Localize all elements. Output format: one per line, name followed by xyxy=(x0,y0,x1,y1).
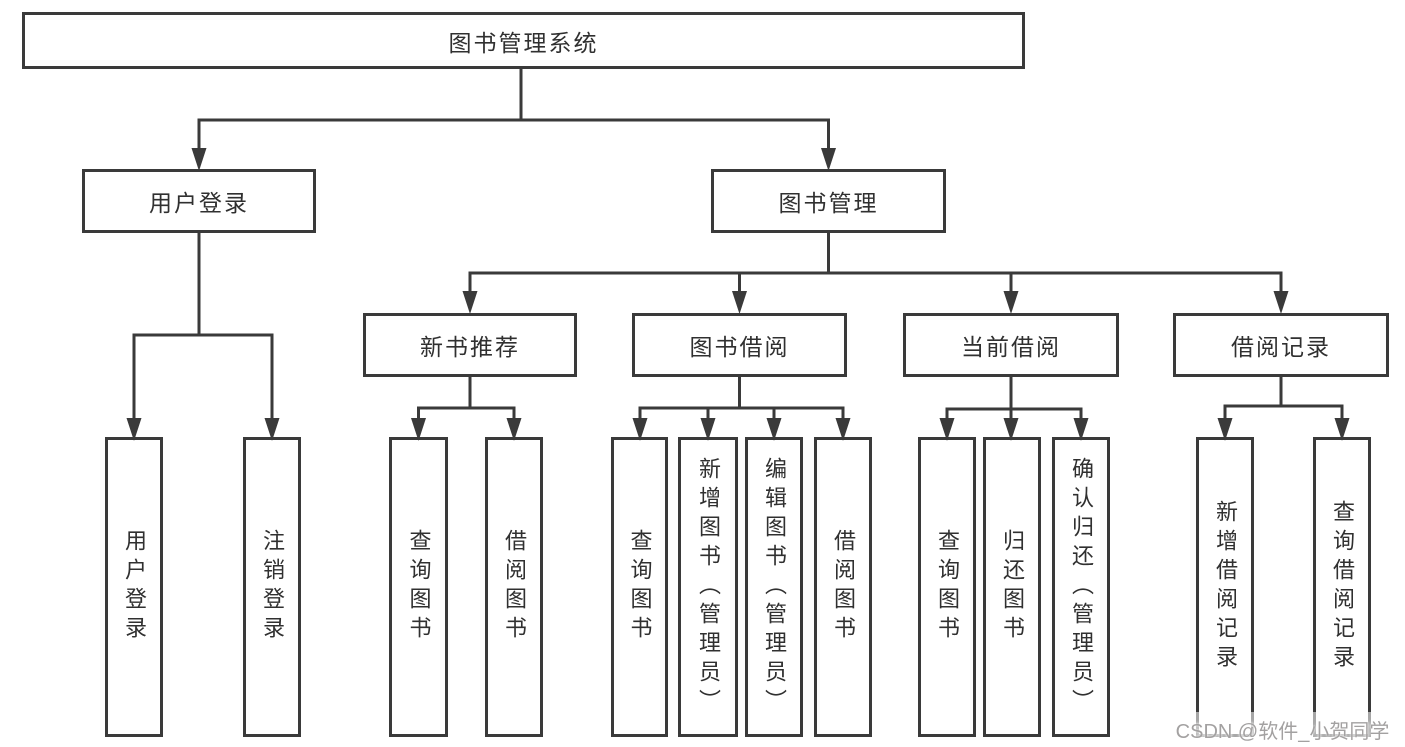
leaf-query-books-borrow-label: 查询图书 xyxy=(627,529,653,645)
leaf-edit-book-admin: 编辑图书（管理员） xyxy=(745,437,803,737)
leaf-confirm-return-admin: 确认归还（管理员） xyxy=(1052,437,1110,737)
leaf-query-borrow-record-label: 查询借阅记录 xyxy=(1330,500,1355,674)
node-user-login: 用户登录 xyxy=(82,169,316,233)
node-book-borrow: 图书借阅 xyxy=(632,313,847,377)
leaf-add-book-admin: 新增图书（管理员） xyxy=(678,437,738,737)
node-borrow-records-label: 借阅记录 xyxy=(1231,334,1331,360)
leaf-query-books-current: 查询图书 xyxy=(918,437,976,737)
node-new-book-recommend-label: 新书推荐 xyxy=(420,334,520,360)
node-book-management: 图书管理 xyxy=(711,169,946,233)
leaf-query-books-borrow: 查询图书 xyxy=(611,437,668,737)
leaf-user-login-label: 用户登录 xyxy=(122,529,147,645)
leaf-confirm-return-admin-label: 确认归还（管理员） xyxy=(1069,456,1094,718)
leaf-logout: 注销登录 xyxy=(243,437,301,737)
node-book-borrow-label: 图书借阅 xyxy=(689,334,790,360)
leaf-user-login: 用户登录 xyxy=(105,437,163,737)
node-root-label: 图书管理系统 xyxy=(448,29,599,56)
node-user-login-label: 用户登录 xyxy=(149,190,249,216)
leaf-add-borrow-record-label: 新增借阅记录 xyxy=(1213,500,1238,674)
leaf-logout-label: 注销登录 xyxy=(260,529,285,645)
node-borrow-records: 借阅记录 xyxy=(1173,313,1389,377)
leaf-query-books-recommend-label: 查询图书 xyxy=(406,529,432,645)
csdn-watermark: CSDN @软件_小贺同学 xyxy=(1160,712,1405,747)
leaf-return-book-label: 归还图书 xyxy=(1000,529,1025,645)
node-current-borrow: 当前借阅 xyxy=(903,313,1119,377)
leaf-borrow-books-recommend: 借阅图书 xyxy=(485,437,543,737)
leaf-borrow-books-borrow: 借阅图书 xyxy=(814,437,872,737)
leaf-add-book-admin-label: 新增图书（管理员） xyxy=(696,456,721,718)
leaf-query-books-recommend: 查询图书 xyxy=(389,437,448,737)
node-current-borrow-label: 当前借阅 xyxy=(961,334,1061,360)
leaf-query-borrow-record: 查询借阅记录 xyxy=(1313,437,1371,737)
leaf-borrow-books-recommend-label: 借阅图书 xyxy=(502,529,527,645)
leaf-borrow-books-borrow-label: 借阅图书 xyxy=(831,529,856,645)
csdn-watermark-text: CSDN @软件_小贺同学 xyxy=(1175,721,1390,743)
node-book-management-label: 图书管理 xyxy=(778,190,879,216)
leaf-query-books-current-label: 查询图书 xyxy=(935,529,960,645)
node-new-book-recommend: 新书推荐 xyxy=(363,313,577,377)
leaf-return-book: 归还图书 xyxy=(983,437,1041,737)
leaf-add-borrow-record: 新增借阅记录 xyxy=(1196,437,1254,737)
node-root: 图书管理系统 xyxy=(22,12,1025,69)
leaf-edit-book-admin-label: 编辑图书（管理员） xyxy=(762,456,787,718)
